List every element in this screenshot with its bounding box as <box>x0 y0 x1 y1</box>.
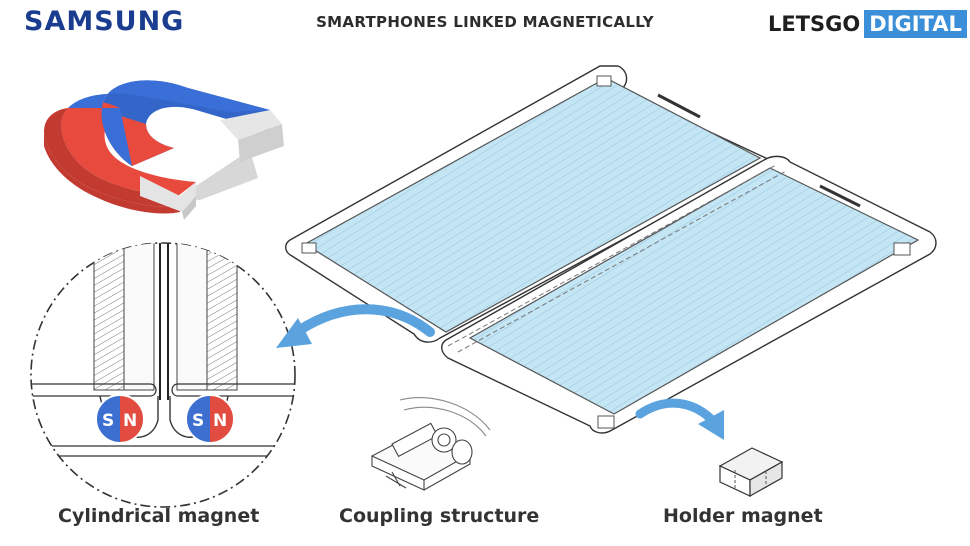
letsgodigital-logo: LETSGO DIGITAL <box>768 10 967 38</box>
phone-upper <box>285 65 772 343</box>
magnet-right <box>185 394 235 444</box>
samsung-logo: SAMSUNG <box>24 6 185 37</box>
holder-magnet-icon <box>718 447 784 498</box>
cylindrical-magnet-detail: S N S N <box>30 242 296 508</box>
logo-text-digital: DIGITAL <box>864 10 967 38</box>
pole-label: S <box>102 411 114 431</box>
caption-holder-magnet: Holder magnet <box>663 505 823 527</box>
coupling-structure-icon <box>370 397 491 491</box>
magnet-left <box>95 394 145 444</box>
arrow-to-holder-icon <box>635 398 724 440</box>
pole-label: S <box>192 411 204 431</box>
pole-label: N <box>213 411 227 431</box>
horseshoe-magnet-icon <box>44 80 284 220</box>
phone-lower <box>441 155 937 434</box>
caption-cylindrical-magnet: Cylindrical magnet <box>58 505 260 527</box>
caption-coupling-structure: Coupling structure <box>339 505 540 527</box>
pole-label: N <box>123 411 137 431</box>
logo-text-letsgo: LETSGO <box>768 12 861 36</box>
arrow-to-detail-icon <box>276 304 435 348</box>
diagram-title: SMARTPHONES LINKED MAGNETICALLY <box>316 13 654 31</box>
